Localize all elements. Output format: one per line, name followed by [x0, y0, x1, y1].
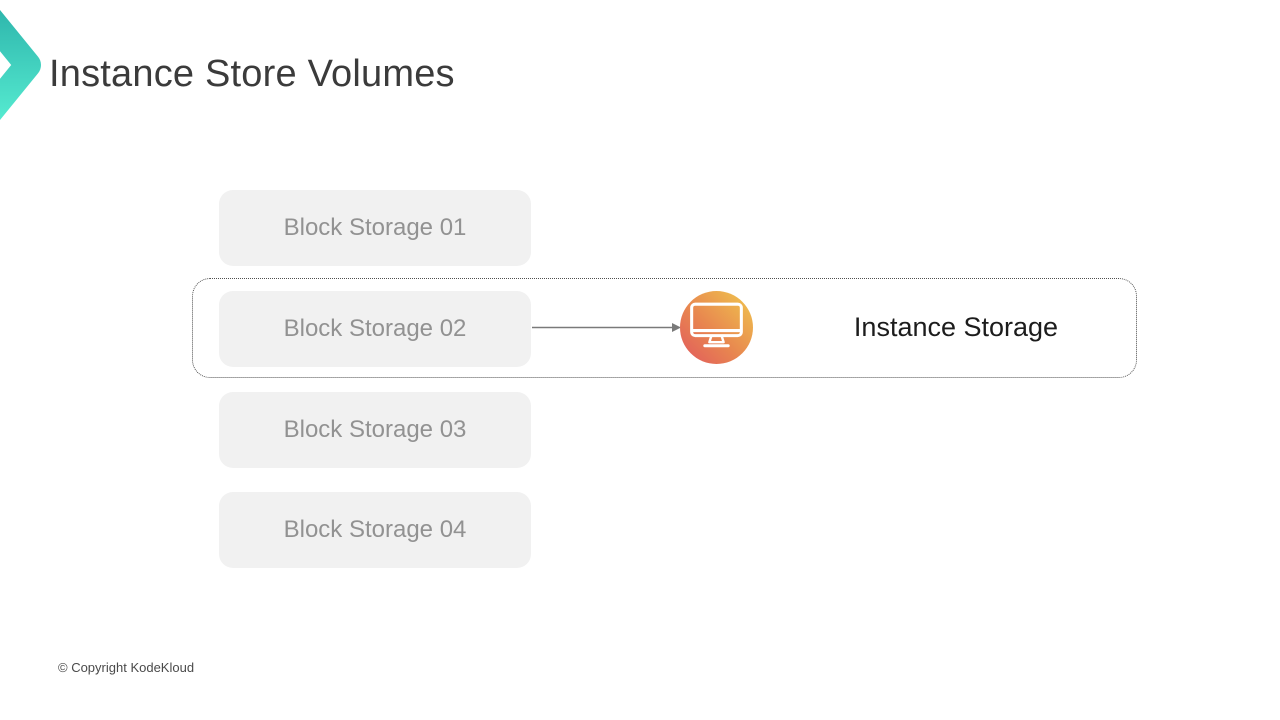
arrow-connector [532, 323, 681, 332]
block-storage-box-04: Block Storage 04 [219, 492, 531, 568]
block-storage-label-03: Block Storage 03 [283, 416, 467, 443]
kodekloud-chevron-logo [0, 10, 41, 120]
block-storage-label-01: Block Storage 01 [283, 214, 467, 241]
block-storage-label-04: Block Storage 04 [283, 516, 467, 543]
block-storage-box-02: Block Storage 02 [219, 291, 531, 367]
block-storage-box-01: Block Storage 01 [219, 190, 531, 266]
page-title: Instance Store Volumes [49, 53, 455, 95]
arrowhead-icon [672, 323, 681, 332]
monitor-icon [690, 302, 743, 348]
instance-storage-highlight-group [192, 278, 1137, 378]
block-storage-label-02: Block Storage 02 [283, 315, 467, 342]
instance-storage-icon [680, 291, 753, 364]
copyright-text: © Copyright KodeKloud [58, 660, 195, 675]
instance-storage-label: Instance Storage [853, 312, 1059, 342]
block-storage-box-03: Block Storage 03 [219, 392, 531, 468]
